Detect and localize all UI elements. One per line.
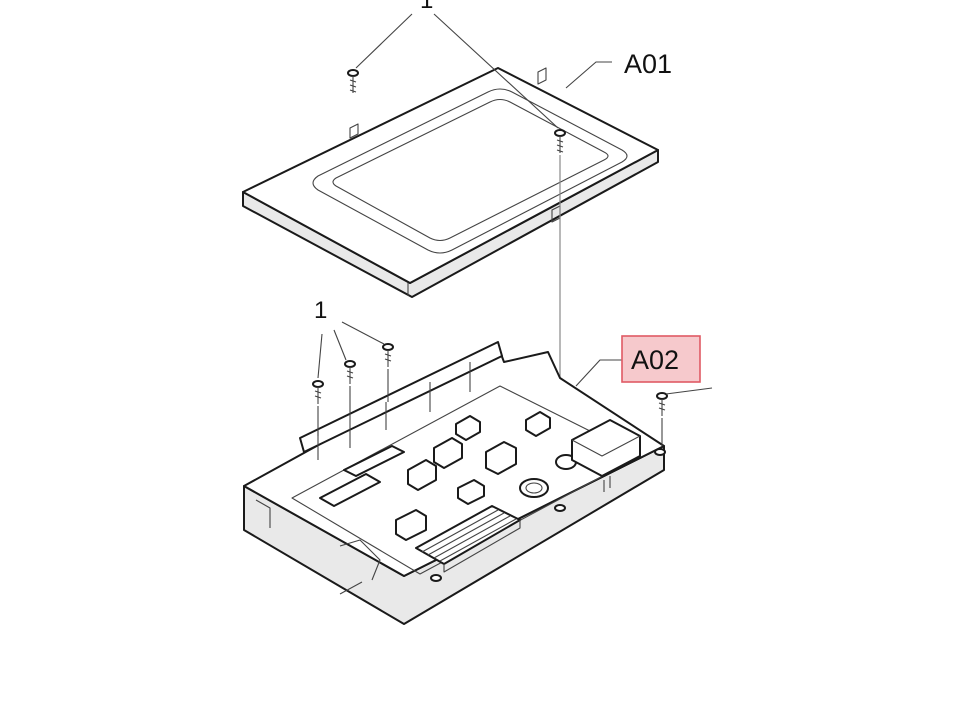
mount-hole-front	[430, 574, 442, 582]
connector-block-3	[433, 437, 463, 469]
callout-a01: A01	[624, 49, 672, 79]
screw-board-1	[312, 380, 324, 404]
top-cover-panel-outer	[312, 88, 628, 254]
mount-hole-right	[654, 448, 666, 456]
board-screws	[312, 343, 668, 446]
connector-strip-2	[343, 445, 405, 477]
top-cover-panel-inner	[332, 98, 609, 242]
leader-a01	[565, 61, 612, 89]
top-cover-tab-left	[349, 123, 359, 139]
connector-block-1	[395, 509, 427, 541]
leader-screw-top-right	[433, 13, 559, 129]
screw-board-3	[382, 343, 394, 367]
leader-screw-board-4	[665, 387, 713, 395]
mount-hole-center	[554, 504, 566, 512]
connector-block-6	[455, 415, 481, 441]
leaders-top	[355, 13, 612, 129]
top-cover-plate	[242, 67, 659, 284]
leaders-bottom	[317, 321, 713, 395]
screw-top-right	[554, 129, 566, 153]
transformer	[485, 441, 517, 475]
leader-screw-board-2	[333, 329, 347, 361]
callout-a02-highlight	[621, 335, 701, 383]
callout-screw-top: 1	[420, 0, 433, 14]
top-cover	[242, 67, 659, 298]
callout-screw-bottom: 1	[314, 297, 327, 324]
heatsink	[415, 505, 521, 573]
callout-a02: A02	[631, 345, 679, 375]
leader-screw-board-1	[317, 333, 323, 379]
screw-top-left	[347, 69, 359, 93]
front-bracket	[339, 539, 381, 581]
leader-a02	[575, 359, 622, 387]
board-assembly	[243, 341, 666, 625]
connector-block-4	[457, 479, 485, 505]
leader-screw-board-3	[341, 321, 385, 345]
top-cover-tab-rear	[537, 67, 547, 85]
connector-strip-1	[319, 473, 381, 507]
screw-board-2	[344, 360, 356, 384]
relay-block	[571, 419, 641, 477]
screw-board-4	[656, 392, 668, 416]
coin-battery	[519, 478, 549, 498]
connector-block-5	[525, 411, 551, 437]
leader-screw-top-left	[355, 13, 413, 69]
connector-block-2	[407, 459, 437, 491]
